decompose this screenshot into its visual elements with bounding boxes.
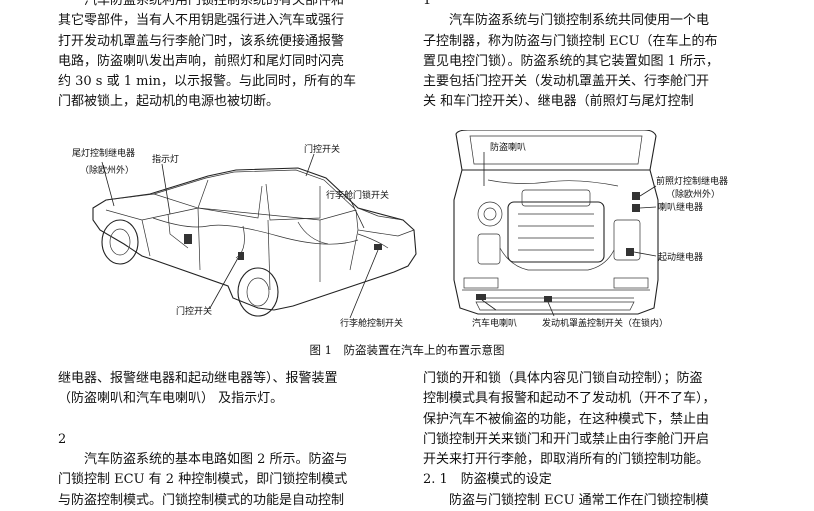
door-switch-top-label: 门控开关	[304, 143, 340, 155]
section-number: 1	[423, 0, 432, 8]
paragraph-line: 控制模式具有报警和起动不了发动机（开不了车），	[423, 391, 716, 407]
figure-caption: 图 1 防盗装置在汽车上的布置示意图	[309, 343, 505, 357]
car-horn-label: 汽车电喇叭	[472, 317, 517, 329]
engine-bay-illustration	[453, 129, 659, 317]
paragraph-line: 保护汽车不被偷盗的功能，在这种模式下，禁止由	[423, 411, 710, 427]
right-column-bottom: 门锁的开和锁（具体内容见门锁自动控制）；防盗 控制模式具有报警和起动不了发动机（…	[423, 369, 763, 511]
figure-drawing: 尾灯控制继电器 （除欧州外） 指示灯 门控开关 行李舱门锁开关 门控开关 行李舱…	[72, 129, 728, 329]
paragraph-line: 防盗与门锁控制 ECU 通常工作在门锁控制模	[449, 492, 709, 508]
left-column-bottom: 继电器、报警继电器和起动继电器等）、报警装置 （防盗喇叭和汽车电喇叭） 及指示灯…	[58, 369, 398, 511]
headlight-relay-note: （除欧州外）	[666, 188, 720, 200]
paragraph-line: 门锁的开和锁（具体内容见门锁自动控制）；防盗	[423, 371, 703, 386]
hood-switch-label: 发动机罩盖控制开关（在锁内）	[542, 317, 668, 329]
trunk-lock-switch-label: 行李舱门锁开关	[326, 189, 389, 201]
paragraph-line: 关 和车门控开关）、继电器（前照灯与尾灯控制	[423, 94, 694, 110]
paragraph-line: （防盗喇叭和汽车电喇叭） 及指示灯。	[58, 391, 284, 407]
paragraph-line: 主要包括门控开关（发动机罩盖开关、行李舱门开	[423, 74, 710, 90]
paragraph-line: 门都被锁上，起动机的电源也被切断。	[58, 94, 280, 110]
paragraph-line: 继电器、报警继电器和起动继电器等）、报警装置	[58, 371, 338, 386]
tail-light-relay-note: （除欧州外）	[80, 164, 134, 176]
tail-light-relay-label: 尾灯控制继电器	[72, 147, 135, 159]
paragraph-line: 与防盗控制模式。门锁控制模式的功能是自动控制	[58, 492, 345, 508]
paragraph-line: 汽车防盗系统的基本电路如图 2 所示。防盗与	[84, 452, 348, 468]
paragraph-line: 子控制器，称为防盗与门锁控制 ECU（在车上的布	[423, 33, 718, 49]
blank-line	[58, 410, 398, 430]
horn-relay-label: 喇叭继电器	[658, 201, 703, 213]
headlight-relay-label: 前照灯控制继电器	[656, 175, 728, 187]
section-number: 2	[58, 431, 67, 447]
paragraph-line: 汽车防盗系统利用门锁控制系统的有关部件和	[84, 0, 345, 8]
right-column-top: 1 汽车防盗系统与门锁控制系统共同使用一个电 子控制器，称为防盗与门锁控制 EC…	[423, 0, 763, 113]
subsection-heading: 2. 1 防盗模式的设定	[423, 472, 552, 488]
paragraph-line: 汽车防盗系统与门锁控制系统共同使用一个电	[449, 13, 710, 29]
trunk-control-switch-label: 行李舱控制开关	[340, 317, 403, 329]
paragraph-line: 电路，防盗喇叭发出声响，前照灯和尾灯同时闪亮	[58, 53, 345, 69]
paragraph-line: 其它零部件，当有人不用钥匙强行进入汽车或强行	[58, 13, 345, 29]
door-switch-bottom-label: 门控开关	[176, 305, 212, 317]
paragraph-line: 置见电控门锁）。防盗系统的其它装置如图 1 所示，	[423, 53, 720, 69]
figure-1: 尾灯控制继电器 （除欧州外） 指示灯 门控开关 行李舱门锁开关 门控开关 行李舱…	[58, 129, 764, 342]
security-horn-label: 防盗喇叭	[490, 141, 526, 153]
paragraph-line: 约 30 s 或 1 min，以示报警。与此同时，所有的车	[58, 74, 357, 90]
starter-relay-label: 起动继电器	[658, 251, 703, 263]
left-column-top: 汽车防盗系统利用门锁控制系统的有关部件和 其它零部件，当有人不用钥匙强行进入汽车…	[58, 0, 398, 113]
paragraph-line: 打开发动机罩盖与行李舱门时，该系统便接通报警	[58, 33, 345, 49]
paragraph-line: 开关来打开行李舱，即取消所有的门锁控制功能。	[423, 452, 710, 468]
car-illustration	[92, 153, 417, 319]
paragraph-line: 门锁控制开关来锁门和开门或禁止由行李舱门开启	[423, 431, 710, 447]
indicator-light-label: 指示灯	[152, 153, 179, 165]
paragraph-line: 门锁控制 ECU 有 2 种控制模式，即门锁控制模式	[58, 472, 348, 488]
